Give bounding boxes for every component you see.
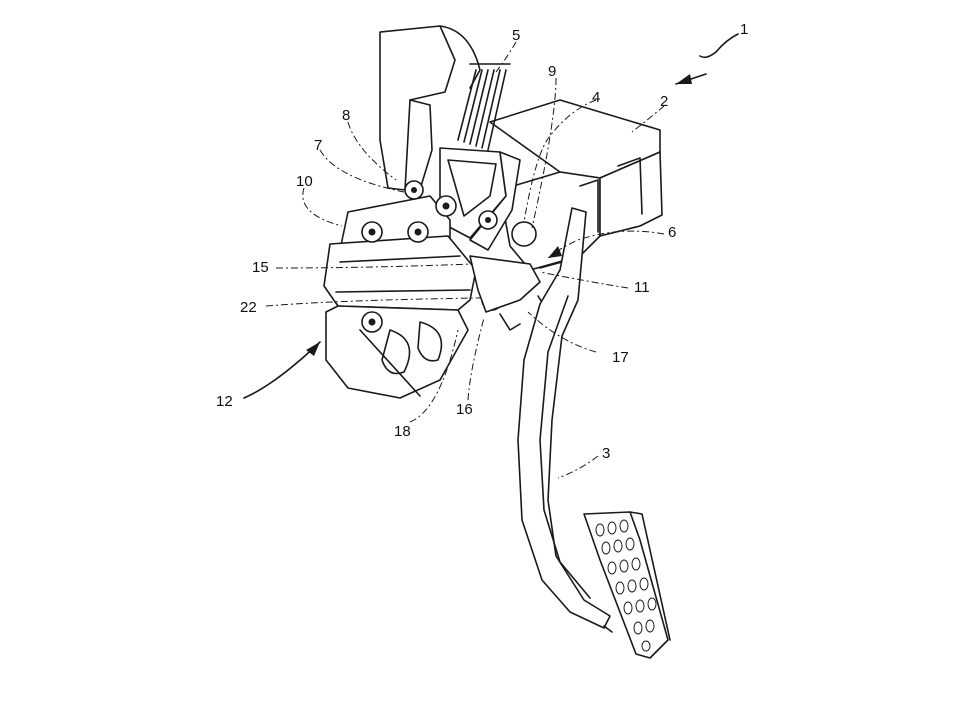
label-3: 3 [602,445,610,462]
label-18: 18 [394,423,411,440]
label-10: 10 [296,173,313,190]
pedal-arm [517,207,611,629]
label-22: 22 [240,299,257,316]
label-4: 4 [592,89,600,106]
label-5: 5 [512,27,520,44]
label-1: 1 [740,21,748,38]
label-2: 2 [660,93,668,110]
label-16: 16 [456,401,473,418]
label-11: 11 [634,279,650,296]
label-8: 8 [342,107,350,124]
leader-lines [243,33,739,479]
reference-numerals: 1 2 3 4 5 6 7 8 9 10 11 12 15 16 17 18 2… [216,21,748,462]
label-7: 7 [314,137,322,154]
label-17: 17 [612,349,629,366]
pedal-pad [583,511,671,659]
sensor-cable [457,63,511,151]
label-15: 15 [252,259,269,276]
label-9: 9 [548,63,556,80]
label-6: 6 [668,224,676,241]
label-12: 12 [216,393,233,410]
rear-bracket [379,25,481,197]
main-housing [489,99,663,271]
